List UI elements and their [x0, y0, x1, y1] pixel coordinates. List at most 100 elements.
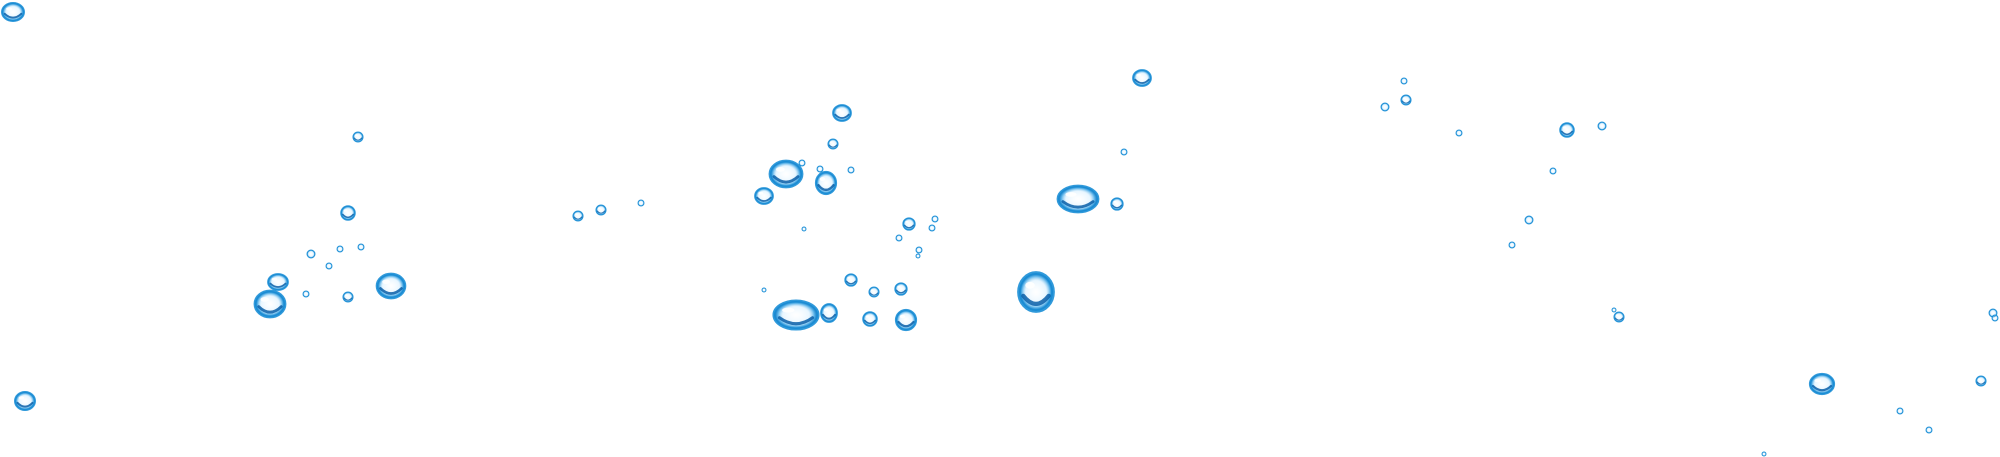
water-droplet: [1808, 372, 1836, 396]
droplet-highlight: [354, 134, 358, 137]
droplet-highlight: [1814, 378, 1822, 383]
water-droplet: [1611, 307, 1617, 313]
droplet-body: [1524, 215, 1534, 225]
droplet-highlight: [1025, 281, 1035, 289]
droplet-body: [306, 249, 316, 259]
water-droplet: [847, 166, 855, 174]
water-droplet: [915, 246, 923, 254]
droplet-highlight: [758, 191, 764, 195]
droplet-body: [847, 166, 855, 174]
droplet-highlight: [847, 276, 851, 279]
water-droplet: [1508, 241, 1516, 249]
droplet-shadow: [817, 183, 835, 192]
water-droplet: [1400, 94, 1412, 106]
droplet-shadow: [903, 224, 915, 229]
droplet-highlight: [823, 308, 829, 312]
droplet-body: [1508, 241, 1516, 249]
droplet-body: [1896, 407, 1904, 415]
water-droplet: [14, 391, 36, 411]
water-droplet: [801, 226, 807, 232]
water-droplet: [253, 289, 287, 319]
water-droplet: [895, 234, 903, 242]
water-droplet: [1110, 197, 1124, 211]
droplet-highlight: [6, 7, 13, 11]
droplet-highlight: [574, 213, 578, 216]
droplet-body: [1400, 77, 1408, 85]
droplet-body: [1380, 102, 1390, 112]
droplet-shadow: [3, 12, 23, 19]
droplet-highlight: [865, 315, 870, 318]
droplet-highlight: [1065, 192, 1077, 197]
droplet-highlight: [836, 108, 842, 112]
water-droplet: [1, 2, 25, 22]
droplet-body: [325, 262, 333, 270]
droplet-shadow: [777, 316, 815, 326]
water-droplet: [1455, 129, 1463, 137]
droplet-shadow: [869, 292, 879, 296]
water-droplet: [928, 224, 936, 232]
droplet-highlight: [260, 297, 269, 302]
water-droplet: [820, 303, 838, 323]
droplet-highlight: [1136, 73, 1142, 77]
droplet-shadow: [16, 401, 34, 408]
droplet-body: [1455, 129, 1463, 137]
water-droplet: [1896, 407, 1904, 415]
water-droplet: [302, 290, 310, 298]
droplet-body: [1761, 451, 1767, 457]
water-droplet: [336, 245, 344, 253]
droplet-body: [798, 159, 806, 167]
water-droplet: [816, 165, 824, 173]
water-droplet: [637, 199, 645, 207]
water-droplet: [844, 273, 858, 287]
water-droplet: [931, 215, 939, 223]
droplet-highlight: [1402, 97, 1406, 100]
water-droplet: [572, 210, 584, 222]
droplet-body: [915, 246, 923, 254]
droplet-shadow: [772, 175, 800, 184]
water-droplet: [894, 308, 918, 332]
droplet-body: [1120, 148, 1128, 156]
water-droplet: [352, 131, 364, 143]
droplet-shadow: [863, 319, 877, 325]
droplet-shadow: [1401, 100, 1411, 104]
water-droplet: [1975, 375, 1987, 387]
droplet-highlight: [775, 167, 785, 172]
droplet-shadow: [834, 113, 850, 119]
droplet-shadow: [1614, 317, 1624, 321]
water-droplet: [595, 204, 607, 216]
droplet-shadow: [353, 137, 363, 141]
droplet-body: [637, 199, 645, 207]
droplet-body: [928, 224, 936, 232]
water-droplet: [342, 291, 354, 303]
droplet-shadow: [269, 282, 287, 288]
droplet-body: [895, 234, 903, 242]
water-droplet: [1120, 148, 1128, 156]
droplet-highlight: [899, 314, 906, 319]
water-droplet: [768, 159, 804, 189]
droplet-body: [761, 287, 767, 293]
droplet-body: [1611, 307, 1617, 313]
water-droplet: [375, 272, 407, 300]
droplet-shadow: [756, 196, 772, 202]
droplet-highlight: [905, 220, 909, 223]
water-droplet: [1559, 122, 1575, 138]
droplet-shadow: [1976, 381, 1986, 385]
droplet-shadow: [897, 320, 915, 328]
droplet-shadow: [1021, 293, 1051, 306]
water-droplet: [325, 262, 333, 270]
droplet-highlight: [782, 307, 795, 313]
droplet-shadow: [596, 210, 606, 214]
droplet-highlight: [897, 285, 901, 288]
water-droplet: [1524, 215, 1534, 225]
droplet-body: [801, 226, 807, 232]
droplet-highlight: [1615, 314, 1619, 317]
droplet-body: [1597, 121, 1607, 131]
water-droplet: [754, 187, 774, 205]
water-droplet: [306, 249, 316, 259]
droplet-highlight: [1113, 200, 1117, 203]
droplet-highlight: [343, 209, 348, 212]
water-droplet: [1132, 69, 1152, 87]
droplet-body: [1549, 167, 1557, 175]
